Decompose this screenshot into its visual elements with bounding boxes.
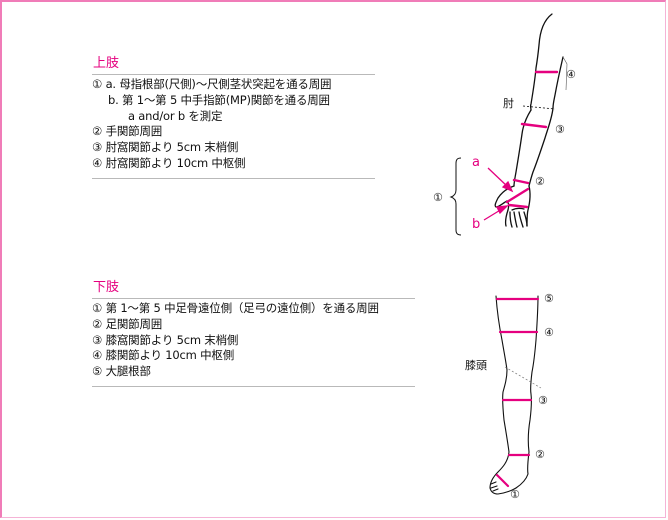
leg-marker-4: ④ — [544, 326, 554, 339]
arm-marker-4: ④ — [566, 68, 576, 81]
lower-limb-section: 下肢 ① 第 1～第 5 中足骨遠位側（足弓の遠位側）を通る周囲 ② 足関節周囲… — [92, 280, 415, 387]
arm-label-b: b — [472, 217, 480, 232]
leg-marker-1: ① — [510, 488, 520, 501]
leg-marker-5: ⑤ — [544, 292, 554, 305]
arm-label-a: a — [472, 155, 480, 170]
leg-line-1 — [495, 473, 510, 488]
arm-line-1a — [505, 187, 530, 204]
arm-indicator-line — [562, 56, 568, 91]
upper-limb-item-4: ④ 肘窩関節より 10cm 中枢側 — [92, 155, 246, 170]
upper-limb-item-1a: ① a. 母指根部(尺側)～尺側茎状突起を通る周囲 — [92, 77, 332, 91]
upper-limb-item-2: ② 手関節周囲 — [92, 124, 163, 139]
upper-limb-item-1b: b. 第 1～第 5 中手指節(MP)関節を通る周囲 — [108, 92, 330, 107]
upper-limb-section: 上肢 ① a. 母指根部(尺側)～尺側茎状突起を通る周囲 b. 第 1～第 5 … — [92, 56, 375, 179]
brace-icon — [449, 157, 462, 236]
arm-marker-2: ② — [535, 175, 545, 188]
lower-limb-divider — [92, 385, 415, 387]
arm-marker-3: ③ — [555, 123, 565, 136]
arm-line-2 — [512, 178, 530, 185]
arm-marker-1: ① — [433, 191, 443, 204]
arm-line-3 — [520, 122, 548, 129]
upper-limb-list: ① a. 母指根部(尺側)～尺側茎状突起を通る周囲 b. 第 1～第 5 中手指… — [92, 77, 375, 172]
leg-measure-lines — [495, 297, 540, 488]
upper-limb-item-1-note: a and/or b を測定 — [128, 108, 223, 123]
arm-arrows — [483, 167, 514, 221]
lower-limb-list: ① 第 1～第 5 中足骨遠位側（足弓の遠位側）を通る周囲 ② 足関節周囲 ③ … — [92, 301, 415, 380]
upper-limb-item-3: ③ 肘窩関節より 5cm 末梢側 — [92, 140, 239, 155]
leg-marker-2: ② — [535, 448, 545, 461]
upper-limb-divider — [92, 177, 375, 179]
leg-illustration — [489, 295, 539, 495]
lower-limb-item-4: ④ 膝関節より 10cm 中枢側 — [92, 348, 235, 363]
lower-limb-item-1: ① 第 1～第 5 中足骨遠位側（足弓の遠位側）を通る周囲 — [92, 301, 379, 315]
knee-line — [504, 366, 542, 389]
knee-label: 膝頭 — [465, 359, 487, 372]
elbow-label: 肘 — [503, 96, 514, 110]
lower-limb-item-3: ③ 膝窩関節より 5cm 末梢側 — [92, 332, 239, 347]
lower-limb-item-5: ⑤ 大腿根部 — [92, 364, 151, 379]
arm-line-1b — [507, 203, 529, 209]
leg-marker-3: ③ — [538, 394, 548, 407]
lower-limb-item-2: ② 足関節周囲 — [92, 316, 163, 331]
upper-limb-title: 上肢 — [92, 56, 375, 75]
arm-measure-lines — [505, 70, 559, 209]
elbow-line — [522, 105, 556, 110]
arm-illustration — [494, 13, 564, 228]
lower-limb-title: 下肢 — [92, 280, 415, 299]
